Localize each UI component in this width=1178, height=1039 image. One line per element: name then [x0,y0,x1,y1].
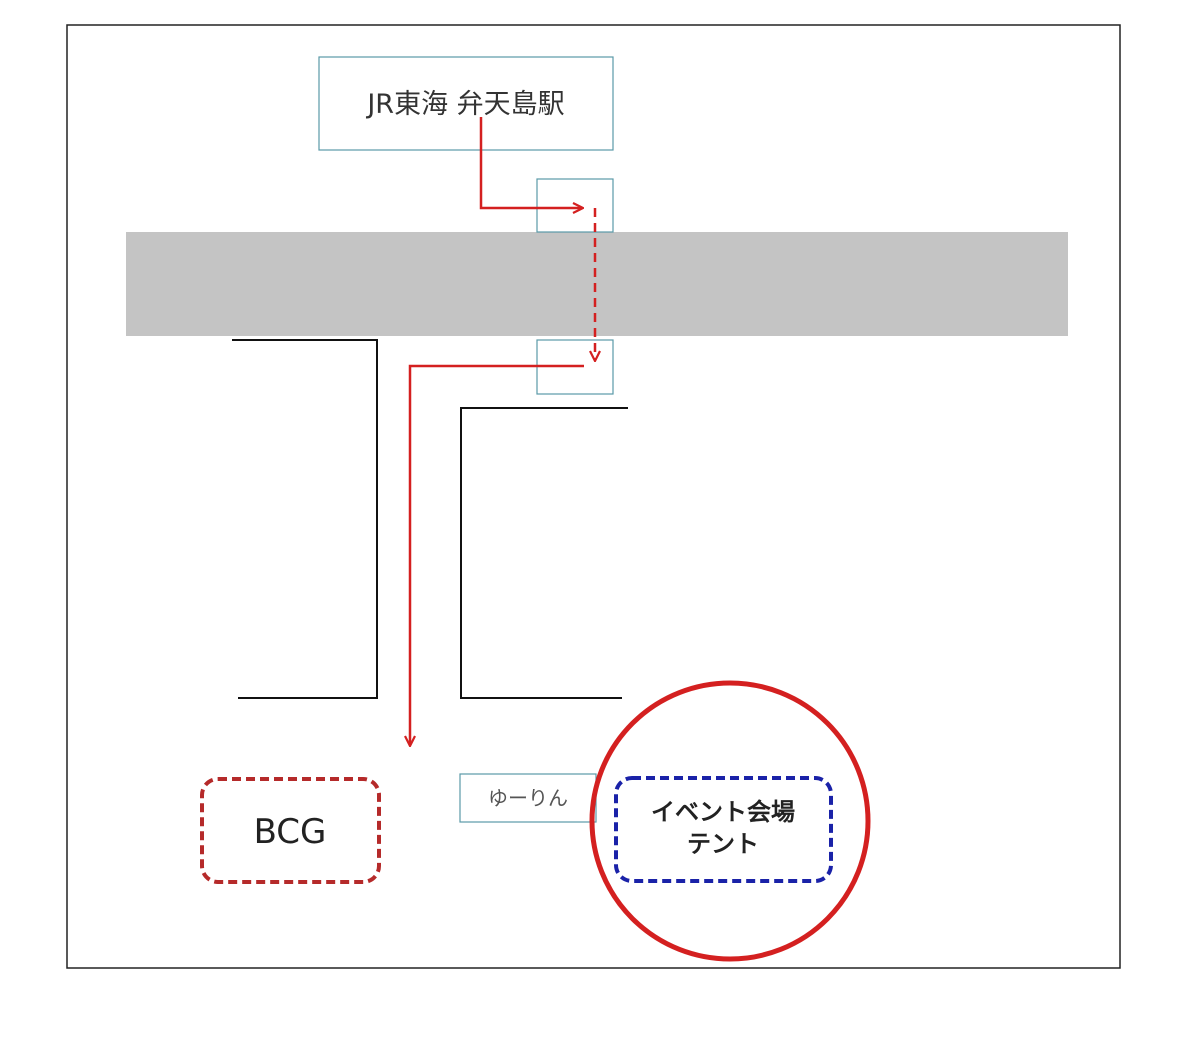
event-tent-box [614,776,833,883]
railway-band [126,232,1068,336]
street-edge-left [232,339,378,699]
bcg-label: BCG [254,812,327,852]
event-tent-label-line1: イベント会場 [651,798,795,826]
station-label: JR東海 弁天島駅 [365,89,564,120]
route-station-to-exit [479,117,582,208]
highlight-circle [589,680,871,962]
yurin-label: ゆーりん [488,786,568,810]
station-box [318,56,614,151]
route-to-venue [410,364,584,745]
event-tent-label-line2: テント [687,830,759,858]
north-exit-box [536,178,614,233]
street-edge-right [460,407,628,699]
bcg-box [200,777,381,884]
